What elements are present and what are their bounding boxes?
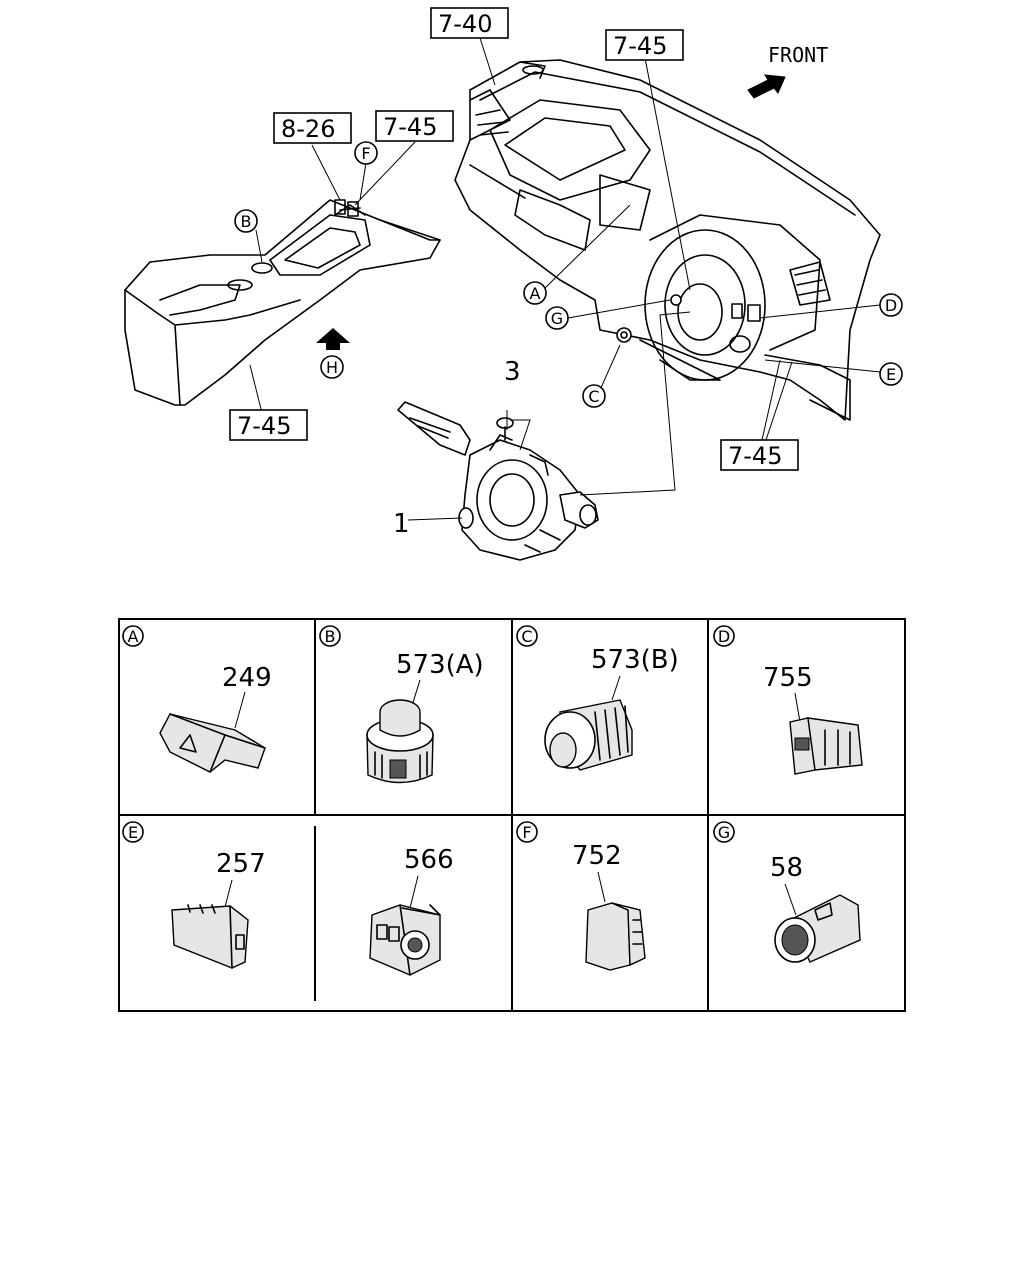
callout-C: C [582, 384, 606, 408]
leader-lines [249, 37, 881, 521]
grid-cell-c: C 573(B) [516, 625, 679, 771]
legend-grid [118, 618, 906, 1012]
switch-257-icon [171, 904, 249, 969]
hazard-switch-icon [159, 713, 266, 773]
callout-E: E [879, 362, 903, 386]
svg-text:7-45: 7-45 [728, 442, 782, 470]
svg-text:C: C [521, 627, 532, 646]
ref-box-7-45-bottom-left: 7-45 [229, 409, 308, 441]
callout-F: F [354, 141, 378, 165]
grid-cell-566: 566 [369, 845, 454, 976]
ref-box-7-45-top: 7-45 [605, 29, 684, 61]
svg-text:C: C [588, 387, 599, 406]
callout-A: A [523, 281, 547, 305]
svg-text:7-45: 7-45 [237, 412, 291, 440]
svg-text:573(A): 573(A) [396, 650, 484, 680]
svg-text:257: 257 [216, 849, 266, 879]
grid-cell-e: E 257 [122, 821, 266, 969]
callout-G: G [545, 306, 569, 330]
svg-text:E: E [886, 365, 896, 384]
svg-text:H: H [326, 358, 338, 377]
instrument-panel-drawing [454, 59, 881, 421]
callout-D: D [879, 293, 903, 317]
grid-cell-b: B 573(A) [319, 625, 484, 784]
svg-text:566: 566 [404, 845, 454, 875]
combination-switch-drawing [397, 401, 599, 561]
svg-text:B: B [325, 627, 336, 646]
svg-text:7-45: 7-45 [613, 32, 667, 60]
svg-text:D: D [885, 296, 897, 315]
svg-text:573(B): 573(B) [591, 645, 679, 675]
front-arrow: FRONT [747, 43, 828, 99]
ref-box-7-45-bottom-right: 7-45 [720, 439, 799, 471]
ref-box-8-26: 8-26 [273, 112, 352, 144]
callout-H: H [320, 355, 344, 379]
floor-console-drawing [124, 199, 441, 406]
rear-defog-switch-icon [789, 717, 863, 775]
mirror-switch-a-icon [366, 699, 434, 784]
svg-text:D: D [718, 627, 730, 646]
grid-cell-a: A 249 [122, 625, 272, 773]
svg-text:G: G [551, 309, 563, 328]
svg-text:249: 249 [222, 663, 272, 693]
svg-text:755: 755 [763, 663, 813, 693]
grid-cell-g: G 58 [713, 821, 861, 963]
svg-text:8-26: 8-26 [281, 115, 335, 143]
part-number-3: 3 [504, 357, 521, 387]
svg-text:F: F [361, 144, 370, 163]
svg-text:FRONT: FRONT [768, 43, 828, 67]
svg-text:E: E [128, 823, 138, 842]
svg-text:A: A [530, 284, 541, 303]
svg-text:7-45: 7-45 [383, 113, 437, 141]
ref-box-7-40: 7-40 [430, 7, 509, 39]
svg-text:G: G [718, 823, 730, 842]
part-number-1: 1 [393, 509, 410, 539]
grid-cell-d: D 755 [713, 625, 863, 775]
switch-752-icon [585, 902, 646, 971]
svg-text:B: B [241, 212, 252, 231]
ref-box-7-45-console: 7-45 [375, 110, 454, 142]
switch-566-icon [369, 904, 441, 976]
switch-58-icon [774, 894, 861, 963]
svg-text:58: 58 [770, 853, 803, 883]
svg-text:F: F [522, 823, 531, 842]
view-arrow-icon [316, 328, 350, 350]
svg-text:752: 752 [572, 841, 622, 871]
svg-text:7-40: 7-40 [438, 10, 492, 38]
callout-B: B [234, 209, 258, 233]
svg-text:A: A [128, 627, 139, 646]
grid-cell-f: F 752 [516, 821, 646, 971]
mirror-switch-b-icon [544, 699, 633, 771]
